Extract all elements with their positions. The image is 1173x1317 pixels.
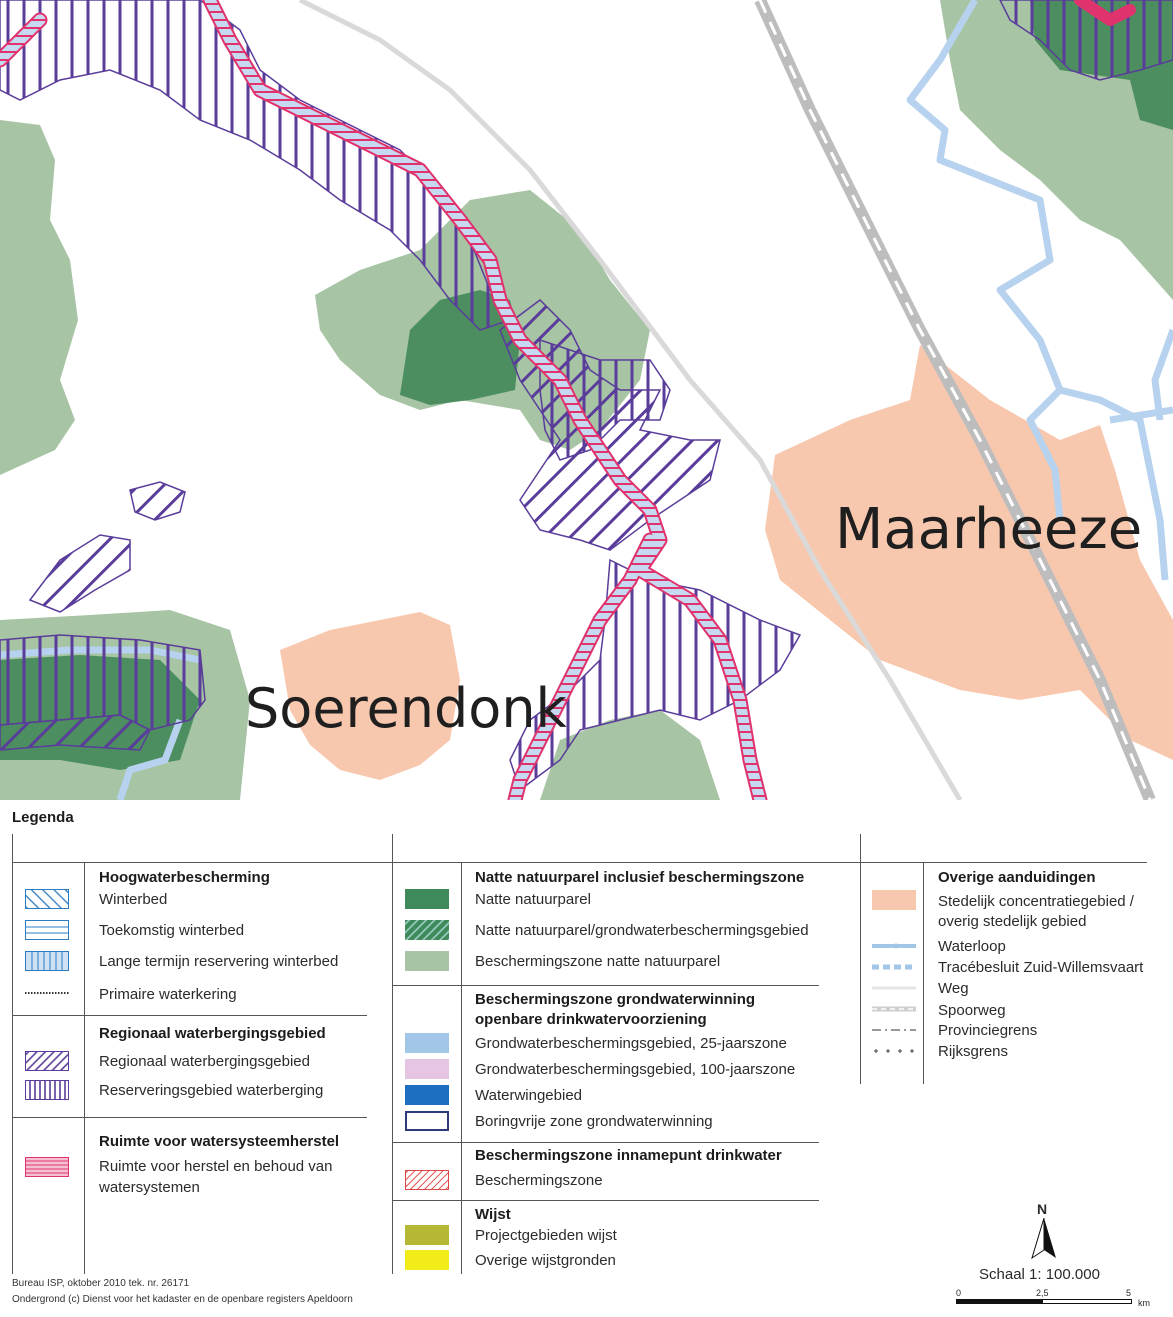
scale-unit: km: [1138, 1298, 1150, 1308]
legend-label: Toekomstig winterbed: [99, 922, 245, 939]
legend-divider: [461, 862, 462, 1274]
wijst-project-swatch: [405, 1225, 449, 1245]
legend-group-heading: openbare drinkwatervoorziening: [475, 1011, 707, 1028]
legend-group-heading: Beschermingszone grondwaterwinning: [475, 991, 756, 1008]
town-label-soerendonk: Soerendonk: [245, 677, 568, 740]
legend-label: Natte natuurparel: [475, 891, 591, 908]
legend-group-heading: Ruimte voor watersysteemherstel: [99, 1133, 340, 1150]
legend-label: Beschermingszone: [475, 1172, 603, 1189]
legend-divider: [392, 1142, 819, 1143]
urban-swatch: [872, 890, 916, 910]
legend-label: Waterloop: [938, 938, 1006, 955]
wet-nature-groundwater-swatch: [405, 920, 449, 940]
legend-label: Grondwaterbeschermingsgebied, 100-jaarsz…: [475, 1061, 796, 1078]
scale-tick: 2,5: [1036, 1288, 1049, 1298]
railway-swatch: [872, 1006, 916, 1012]
legend-divider: [12, 862, 1147, 863]
future-winterbed-swatch: [25, 920, 69, 940]
protection-zone-swatch: [405, 951, 449, 971]
legend-group-heading: Beschermingszone innamepunt drinkwater: [475, 1147, 782, 1164]
north-label: N: [1037, 1201, 1048, 1217]
credits-line: Ondergrond (c) Dienst voor het kadaster …: [12, 1294, 353, 1305]
regional-storage-swatch: [25, 1051, 69, 1071]
legend-label: Spoorweg: [938, 1002, 1006, 1019]
scale-label: Schaal 1: 100.000: [979, 1266, 1100, 1283]
legend-divider: [923, 862, 924, 1084]
legend-group-heading: Regionaal waterbergingsgebied: [99, 1025, 326, 1042]
waterway-swatch: [872, 943, 916, 949]
scale-tick: 5: [1126, 1288, 1132, 1298]
legend-divider: [860, 834, 861, 1084]
legend-label: Beschermingszone natte natuurparel: [475, 953, 721, 970]
legend-divider: [84, 862, 85, 1274]
scale-tick: 0: [956, 1288, 962, 1298]
urban-area: [280, 345, 1173, 780]
legend-label: Stedelijk concentratiegebied /: [938, 893, 1134, 910]
storage-reservation-swatch: [25, 1080, 69, 1100]
legend-label: Rijksgrens: [938, 1043, 1009, 1060]
scale-bar: [956, 1299, 1132, 1304]
legend-divider: [392, 834, 393, 1274]
road-swatch: [872, 986, 916, 990]
legend-label: Tracébesluit Zuid-Willemsvaart: [938, 959, 1144, 976]
legend-label: Regionaal waterbergingsgebied: [99, 1053, 310, 1070]
legend-divider: [12, 834, 13, 1274]
legend-label: Primaire waterkering: [99, 986, 237, 1003]
legend-label: Projectgebieden wijst: [475, 1227, 617, 1244]
legend-divider: [392, 985, 819, 986]
town-label-maarheeze: Maarheeze: [835, 497, 1142, 562]
water-restoration-swatch: [25, 1157, 69, 1177]
primary-dike-swatch: [25, 992, 69, 994]
credits-line: Bureau ISP, oktober 2010 tek. nr. 26171: [12, 1278, 190, 1289]
legend-divider: [12, 1015, 367, 1016]
north-arrow-icon: [1031, 1218, 1056, 1260]
water-extraction-swatch: [405, 1085, 449, 1105]
provincial-border-swatch: [872, 1029, 916, 1031]
legend-title: Legenda: [12, 809, 74, 826]
legend-group-heading: Overige aanduidingen: [938, 869, 1096, 886]
national-border-swatch: [874, 1049, 914, 1053]
legend-divider: [12, 1117, 367, 1118]
groundwater-100-swatch: [405, 1059, 449, 1079]
legend-label: overig stedelijk gebied: [938, 913, 1087, 930]
map-canvas: Maarheeze Soerendonk: [0, 0, 1173, 800]
road: [298, 0, 963, 800]
railway: [754, 0, 1156, 800]
legend-label: Reserveringsgebied waterberging: [99, 1082, 324, 1099]
legend-group-heading: Wijst: [475, 1206, 511, 1223]
legend-group-heading: Hoogwaterbescherming: [99, 869, 270, 886]
water-system-restoration: [0, 0, 1136, 800]
legend-label: Grondwaterbeschermingsgebied, 25-jaarszo…: [475, 1035, 787, 1052]
canal-route-swatch: [872, 964, 916, 970]
legend-label: Lange termijn reservering winterbed: [99, 953, 339, 970]
legend-label: Boringvrije zone grondwaterwinning: [475, 1113, 713, 1130]
legend-label: watersystemen: [99, 1179, 200, 1196]
drilling-free-zone-swatch: [405, 1111, 449, 1131]
winterbed-swatch: [25, 889, 69, 909]
legend-label: Natte natuurparel/grondwaterbeschermings…: [475, 922, 809, 939]
intake-protection-swatch: [405, 1170, 449, 1190]
legend-label: Waterwingebied: [475, 1087, 582, 1104]
wet-nature-swatch: [405, 889, 449, 909]
legend-group-heading: Natte natuurparel inclusief beschermings…: [475, 869, 805, 886]
legend-divider: [392, 1200, 819, 1201]
water-storage-area: [0, 299, 721, 751]
legend-label: Ruimte voor herstel en behoud van: [99, 1158, 333, 1175]
groundwater-25-swatch: [405, 1033, 449, 1053]
long-term-winterbed-swatch: [25, 951, 69, 971]
legend-label: Winterbed: [99, 891, 168, 908]
legend-label: Weg: [938, 980, 969, 997]
legend-label: Overige wijstgronden: [475, 1252, 616, 1269]
legend-label: Provinciegrens: [938, 1022, 1038, 1039]
wijst-other-swatch: [405, 1250, 449, 1270]
